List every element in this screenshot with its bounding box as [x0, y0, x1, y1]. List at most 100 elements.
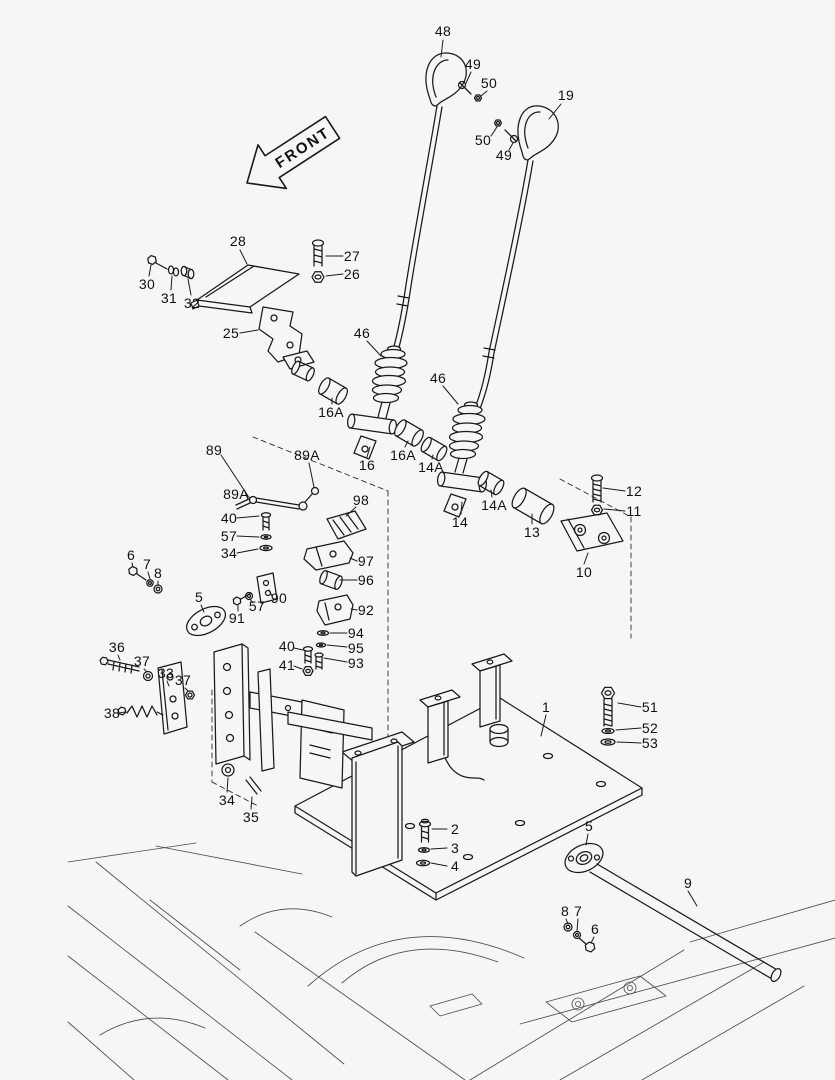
part-label-7: 7	[142, 556, 152, 572]
pedal-assembly	[190, 264, 315, 382]
part-label-37: 37	[174, 672, 192, 688]
flange-5-upper	[185, 605, 227, 637]
part-label-48: 48	[434, 23, 452, 39]
part-label-96: 96	[357, 572, 375, 588]
part-label-12: 12	[625, 483, 643, 499]
part-label-32: 32	[183, 295, 201, 311]
leader-line-46	[442, 385, 459, 405]
part-label-14A: 14A	[418, 459, 444, 475]
bolt-6-washers-7-8-upper	[128, 565, 163, 594]
leader-line-26	[325, 273, 344, 277]
part-label-30: 30	[138, 276, 156, 292]
leader-line-5	[200, 604, 205, 613]
part-label-89: 89	[205, 442, 223, 458]
part-label-53: 53	[641, 735, 659, 751]
bushing-14a-2	[477, 470, 505, 496]
part-label-6: 6	[126, 547, 136, 563]
leader-line-50	[490, 126, 498, 137]
part-label-36: 36	[108, 639, 126, 655]
part-label-98: 98	[352, 492, 370, 508]
part-label-93: 93	[347, 655, 365, 671]
bolt-49-50-left	[457, 80, 483, 102]
part-label-50: 50	[474, 132, 492, 148]
part-label-52: 52	[641, 720, 659, 736]
leader-line-1	[540, 714, 547, 737]
machine-frame-background	[67, 842, 835, 1080]
part-label-46: 46	[353, 325, 371, 341]
leader-lines	[117, 39, 698, 944]
bolt-49-50-right	[493, 119, 519, 144]
part-label-95: 95	[347, 640, 365, 656]
rubber-pad-98	[326, 510, 367, 540]
leader-line-97	[349, 557, 358, 562]
part-label-57: 57	[220, 528, 238, 544]
leader-line-89A	[308, 462, 315, 488]
leader-line-38	[118, 711, 126, 714]
part-label-16: 16	[358, 457, 376, 473]
leader-line-9	[687, 890, 698, 907]
leader-line-11	[603, 508, 626, 512]
part-label-3: 3	[450, 840, 460, 856]
part-label-38: 38	[103, 705, 121, 721]
leader-line-14A	[431, 454, 434, 460]
flange-5-lower	[564, 842, 604, 874]
side-frame-bracket	[213, 643, 373, 789]
leader-line-93	[323, 657, 348, 663]
leader-line-37	[143, 668, 148, 673]
part-label-9: 9	[683, 875, 693, 891]
leader-line-89A	[245, 494, 251, 499]
leader-line-25	[239, 329, 259, 334]
rod-9	[589, 863, 782, 983]
screw-40-nut-41	[302, 646, 314, 676]
bushing-14a-1	[420, 436, 448, 462]
part-label-4: 4	[450, 858, 460, 874]
part-label-7: 7	[573, 903, 583, 919]
part-label-11: 11	[626, 503, 642, 519]
leader-line-40	[236, 515, 260, 519]
part-label-14: 14	[451, 514, 469, 530]
leader-line-7	[147, 571, 151, 580]
part-label-28: 28	[229, 233, 247, 249]
leader-line-50	[480, 90, 488, 97]
part-label-2: 2	[450, 821, 460, 837]
part-label-8: 8	[153, 565, 163, 581]
part-label-34: 34	[220, 545, 238, 561]
leader-line-95	[326, 644, 348, 648]
leader-line-36	[117, 654, 121, 661]
part-label-16A: 16A	[318, 404, 344, 420]
part-label-31: 31	[160, 290, 178, 306]
bolt-12-nut-11	[590, 474, 604, 516]
part-label-8: 8	[560, 903, 570, 919]
part-label-6: 6	[590, 921, 600, 937]
leader-line-49	[465, 71, 472, 84]
washer-34-pin-35	[221, 763, 262, 795]
leader-line-48	[440, 39, 444, 58]
universal-joint-14	[436, 457, 488, 518]
control-lever-left	[392, 52, 467, 352]
part-label-34: 34	[218, 792, 236, 808]
bracket-10	[560, 512, 624, 552]
part-label-97: 97	[357, 553, 375, 569]
part-label-5: 5	[584, 818, 594, 834]
part-label-50: 50	[480, 75, 498, 91]
part-label-13: 13	[523, 524, 541, 540]
leader-line-7	[576, 918, 579, 932]
boot-bellows-right-46	[448, 401, 486, 460]
leader-line-53	[616, 741, 642, 744]
bushing-13	[511, 487, 555, 525]
part-label-37: 37	[133, 653, 151, 669]
part-label-26: 26	[343, 266, 361, 282]
washers-94-95-screw-93	[314, 630, 330, 670]
leader-line-34	[226, 777, 229, 793]
leader-line-31	[170, 275, 173, 291]
support-column-front	[419, 689, 461, 764]
leader-line-89	[220, 454, 249, 497]
part-label-91: 91	[228, 610, 246, 626]
part-label-57: 57	[248, 598, 266, 614]
leader-line-16A	[404, 440, 409, 448]
part-label-40: 40	[220, 510, 238, 526]
spring-screw-38	[117, 705, 164, 718]
leader-line-28	[239, 249, 248, 265]
